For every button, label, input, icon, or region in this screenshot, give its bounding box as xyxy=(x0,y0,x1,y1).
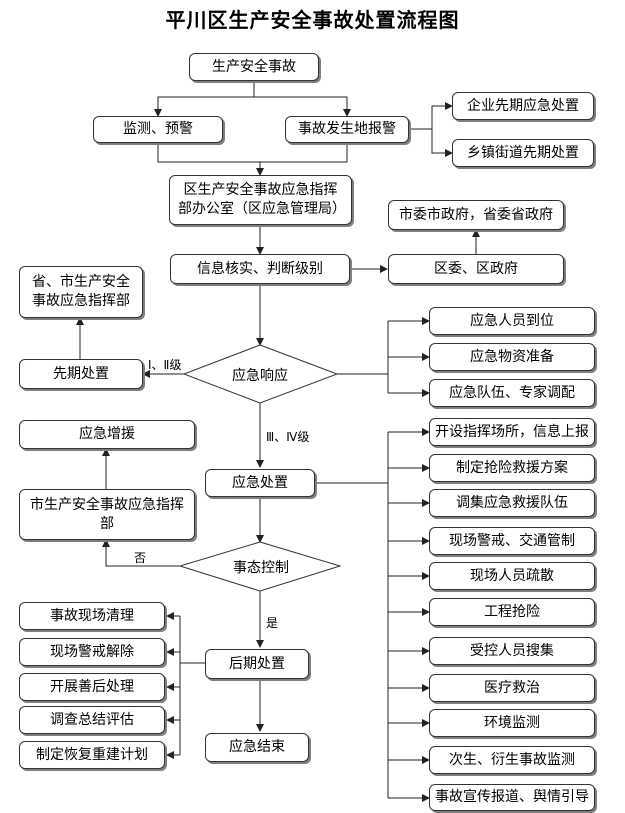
node-city-gov: 市委市政府，省委省政府 xyxy=(388,200,564,230)
node-team-expert: 应急队伍、专家调配 xyxy=(429,379,595,407)
measure-item: 环境监测 xyxy=(429,709,595,737)
node-city-hq: 市生产安全事故应急指挥部 xyxy=(19,489,195,540)
node-office: 区生产安全事故应急指挥部办公室（区应急管理局） xyxy=(169,175,352,225)
measure-item: 事故宣传报道、舆情引导 xyxy=(429,784,595,811)
measure-item: 制定抢险救援方案 xyxy=(429,454,595,482)
aftermath-task: 事故现场清理 xyxy=(19,602,165,630)
measure-item: 现场人员疏散 xyxy=(429,562,595,590)
level-high-label: Ⅰ、Ⅱ级 xyxy=(148,358,182,372)
node-enterprise: 企业先期应急处置 xyxy=(452,92,594,120)
node-personnel: 应急人员到位 xyxy=(429,307,595,335)
measure-item: 工程抢险 xyxy=(429,598,595,626)
node-province-city-hq: 省、市生产安全事故应急指挥部 xyxy=(19,266,143,318)
node-prelim: 先期处置 xyxy=(19,359,143,389)
node-report: 事故发生地报警 xyxy=(285,116,409,143)
response-diamond xyxy=(182,344,339,404)
control-diamond xyxy=(178,541,342,592)
level-low-label: Ⅲ、Ⅳ级 xyxy=(266,430,310,444)
node-aftermath: 后期处置 xyxy=(205,649,309,679)
node-reinforce: 应急增援 xyxy=(19,420,195,449)
aftermath-task: 制定恢复重建计划 xyxy=(19,741,165,769)
measure-item: 医疗救治 xyxy=(429,674,595,702)
measure-item: 次生、衍生事故监测 xyxy=(429,746,595,774)
node-monitor: 监测、预警 xyxy=(93,116,223,143)
aftermath-task: 现场警戒解除 xyxy=(19,638,165,666)
response-label: 应急响应 xyxy=(232,368,288,384)
no-label: 否 xyxy=(134,551,147,565)
measure-item: 现场警戒、交通管制 xyxy=(429,527,595,555)
page-title: 平川区生产安全事故处置流程图 xyxy=(165,8,460,32)
node-township: 乡镇街道先期处置 xyxy=(452,139,594,167)
node-materials: 应急物资准备 xyxy=(429,343,595,371)
node-end: 应急结束 xyxy=(205,733,309,762)
yes-label: 是 xyxy=(266,616,279,630)
measure-item: 调集应急救援队伍 xyxy=(429,489,595,517)
control-label: 事态控制 xyxy=(233,560,289,576)
measure-item: 受控人员搜集 xyxy=(429,637,595,665)
node-district-gov: 区委、区政府 xyxy=(388,254,564,284)
node-handling: 应急处置 xyxy=(205,469,315,497)
aftermath-task: 调查总结评估 xyxy=(19,706,165,734)
node-verify: 信息核实、判断级别 xyxy=(170,254,350,284)
measure-item: 开设指挥场所，信息上报 xyxy=(429,418,595,446)
aftermath-task: 开展善后处理 xyxy=(19,673,165,701)
node-incident: 生产安全事故 xyxy=(189,53,319,81)
